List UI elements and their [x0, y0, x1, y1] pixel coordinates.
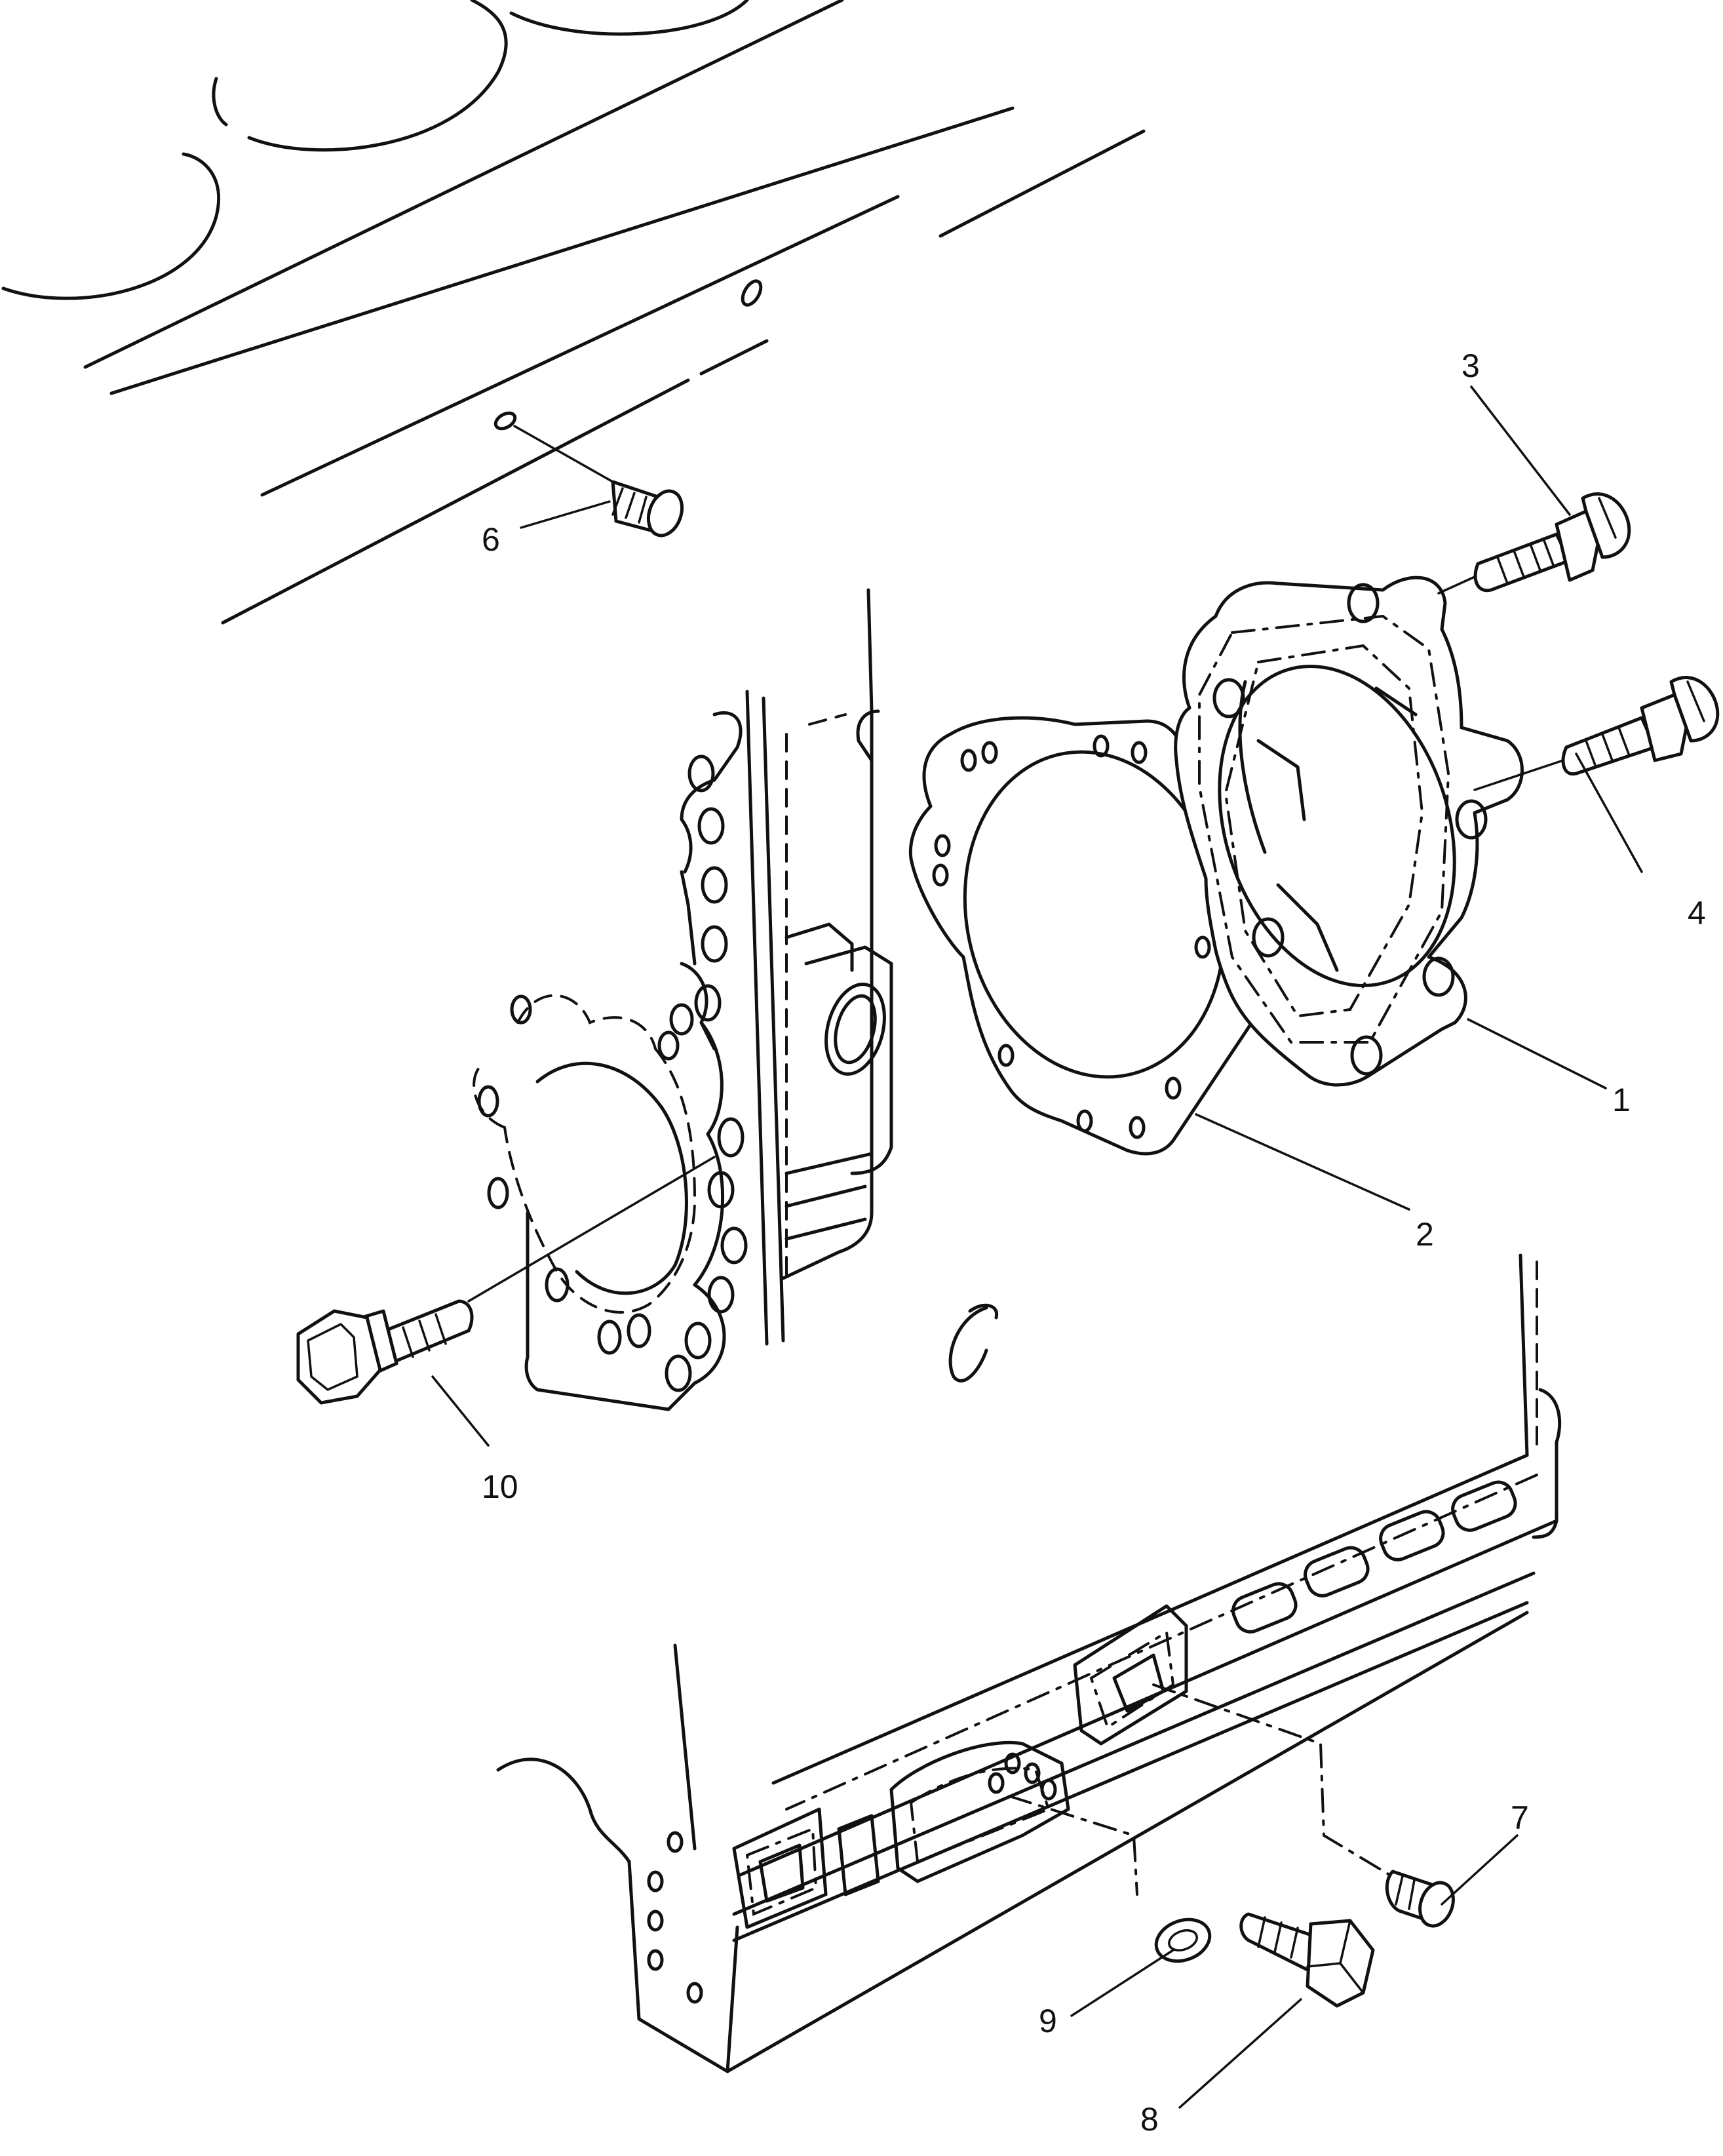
callout-labels: 1 2 3 4 6 7 8 9 10: [482, 347, 1706, 2138]
callout-10: 10: [482, 1468, 518, 1505]
callout-3: 3: [1462, 347, 1480, 384]
bolt-part-8: [1239, 1912, 1375, 2008]
engine-block-bottom: [496, 1253, 1562, 2073]
cover-plate-part-1: [1174, 576, 1524, 1087]
plug-part-6: [513, 425, 684, 538]
callout-1: 1: [1612, 1082, 1631, 1118]
callout-2: 2: [1416, 1216, 1434, 1253]
bolt-part-3: [1437, 492, 1631, 595]
leader-lines: [431, 385, 1643, 2109]
bolt-part-10: [296, 1156, 716, 1405]
engine-front-face: [473, 588, 999, 1411]
callout-7: 7: [1511, 1799, 1529, 1836]
callout-8: 8: [1140, 2101, 1159, 2138]
engine-block-top: [1, 0, 1146, 625]
callout-6: 6: [482, 521, 500, 558]
gasket-part-2: [908, 716, 1256, 1156]
washer-part-9: [1154, 1917, 1212, 1963]
bolt-part-4: [1473, 676, 1720, 791]
callout-4: 4: [1688, 895, 1706, 931]
callout-9: 9: [1039, 2003, 1057, 2039]
plug-part-7: [1385, 1870, 1455, 1928]
